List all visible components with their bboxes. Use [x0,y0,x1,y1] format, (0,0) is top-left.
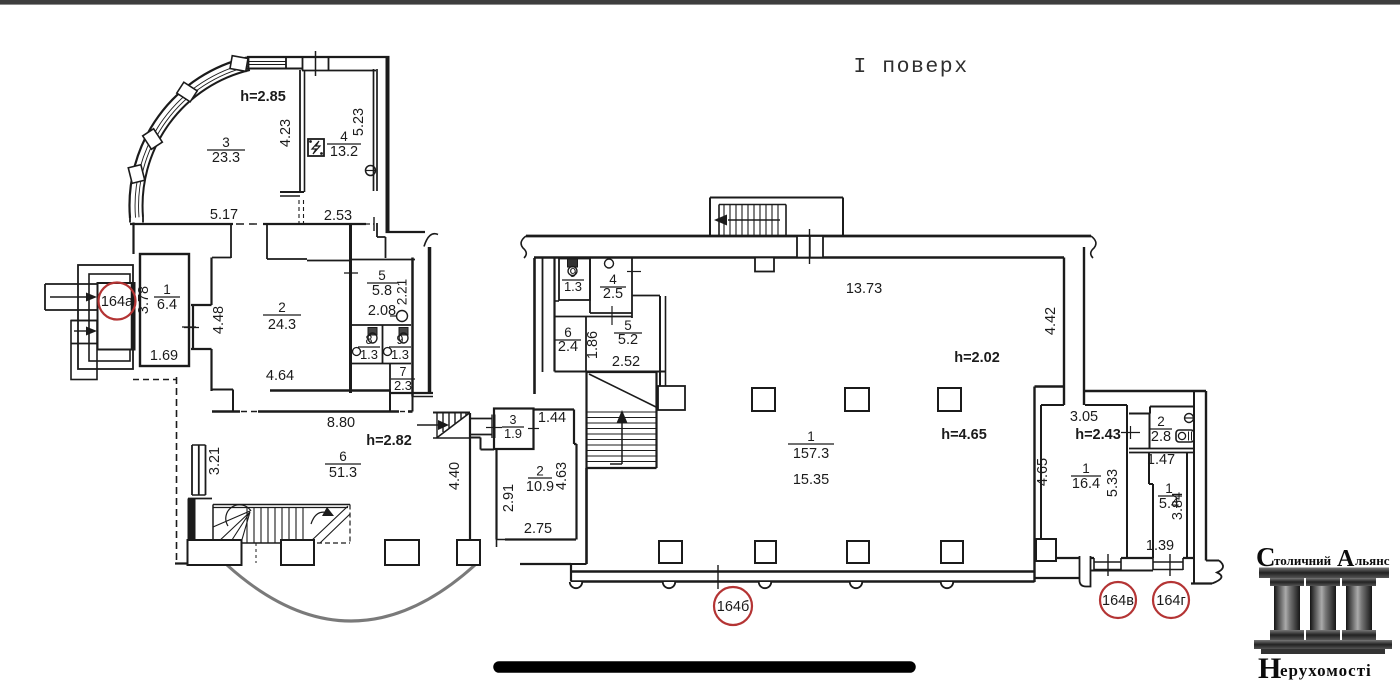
svg-text:4.48: 4.48 [211,306,227,334]
svg-text:164а: 164а [101,294,134,310]
svg-text:2.53: 2.53 [324,208,352,224]
svg-text:24.3: 24.3 [268,317,296,333]
svg-text:1: 1 [163,282,171,297]
svg-text:4.42: 4.42 [1043,307,1059,335]
svg-text:h=2.82: h=2.82 [366,433,412,449]
svg-text:1: 1 [1082,461,1090,476]
svg-text:1.86: 1.86 [585,331,601,359]
svg-text:9: 9 [397,333,404,347]
svg-text:1: 1 [807,429,815,444]
svg-text:1.9: 1.9 [504,426,522,441]
svg-text:Н: Н [1258,652,1281,685]
svg-text:2.4: 2.4 [558,339,578,355]
svg-text:1.3: 1.3 [564,279,582,294]
svg-text:2: 2 [278,300,286,315]
svg-text:3: 3 [510,413,517,427]
svg-text:13.2: 13.2 [330,144,358,160]
svg-text:4: 4 [340,129,348,144]
svg-text:9: 9 [570,266,577,280]
svg-text:2: 2 [536,464,544,479]
svg-text:8: 8 [366,333,373,347]
svg-text:10.9: 10.9 [526,479,554,495]
svg-text:2.21: 2.21 [395,279,410,305]
svg-text:h=4.65: h=4.65 [941,427,987,443]
svg-text:15.35: 15.35 [793,472,829,488]
svg-text:2: 2 [1157,414,1165,429]
svg-text:4.23: 4.23 [278,119,294,147]
svg-text:4.63: 4.63 [554,462,570,490]
svg-text:1.69: 1.69 [150,348,178,364]
svg-text:8.80: 8.80 [327,415,355,431]
svg-text:1.3: 1.3 [391,347,409,362]
svg-text:2.52: 2.52 [612,354,640,370]
svg-text:164г: 164г [1156,593,1185,609]
svg-text:3.78: 3.78 [136,286,152,314]
svg-text:7: 7 [400,365,407,379]
svg-text:толичний: толичний [1274,553,1332,568]
svg-text:6: 6 [339,449,347,464]
svg-text:ерухомості: ерухомості [1280,661,1372,680]
svg-text:1.39: 1.39 [1146,538,1174,554]
svg-text:3.21: 3.21 [207,447,223,475]
svg-text:5: 5 [624,318,632,333]
svg-text:16.4: 16.4 [1072,476,1100,492]
svg-text:2.91: 2.91 [501,484,517,512]
svg-text:h=2.85: h=2.85 [240,89,286,105]
svg-text:1: 1 [1165,481,1173,496]
svg-text:2.5: 2.5 [603,286,623,302]
svg-text:51.3: 51.3 [329,465,357,481]
svg-text:2.8: 2.8 [1151,429,1171,445]
svg-text:3: 3 [222,135,230,150]
svg-text:льянс: льянс [1355,553,1390,568]
svg-text:5.33: 5.33 [1105,469,1121,497]
svg-text:І поверх: І поверх [853,55,968,79]
svg-text:1.3: 1.3 [360,347,378,362]
svg-text:164в: 164в [1102,593,1134,609]
svg-text:5.8: 5.8 [372,283,392,299]
svg-text:А: А [1337,546,1355,572]
svg-text:3.84: 3.84 [1170,492,1186,520]
svg-text:5.2: 5.2 [618,332,638,348]
svg-text:164б: 164б [717,599,750,615]
svg-text:13.73: 13.73 [846,281,882,297]
svg-text:6: 6 [564,325,572,340]
svg-text:5.4: 5.4 [1159,496,1179,512]
svg-text:4.64: 4.64 [266,368,294,384]
svg-text:6.4: 6.4 [157,297,177,313]
svg-text:h=2.43: h=2.43 [1075,427,1121,443]
svg-text:157.3: 157.3 [793,446,829,462]
svg-text:4.65: 4.65 [1035,458,1051,486]
svg-text:5.23: 5.23 [351,108,367,136]
svg-text:2.08: 2.08 [368,303,396,319]
svg-text:4: 4 [609,272,617,287]
svg-text:23.3: 23.3 [212,150,240,166]
svg-text:С: С [1256,542,1276,572]
svg-text:h=2.02: h=2.02 [954,350,1000,366]
svg-text:2.75: 2.75 [524,521,552,537]
svg-text:3.05: 3.05 [1070,409,1098,425]
svg-text:5: 5 [378,268,386,283]
svg-text:5.17: 5.17 [210,207,238,223]
svg-text:4.40: 4.40 [447,462,463,490]
svg-text:2.3: 2.3 [394,378,412,393]
svg-text:1.47: 1.47 [1147,452,1175,468]
svg-text:1.44: 1.44 [538,410,566,426]
